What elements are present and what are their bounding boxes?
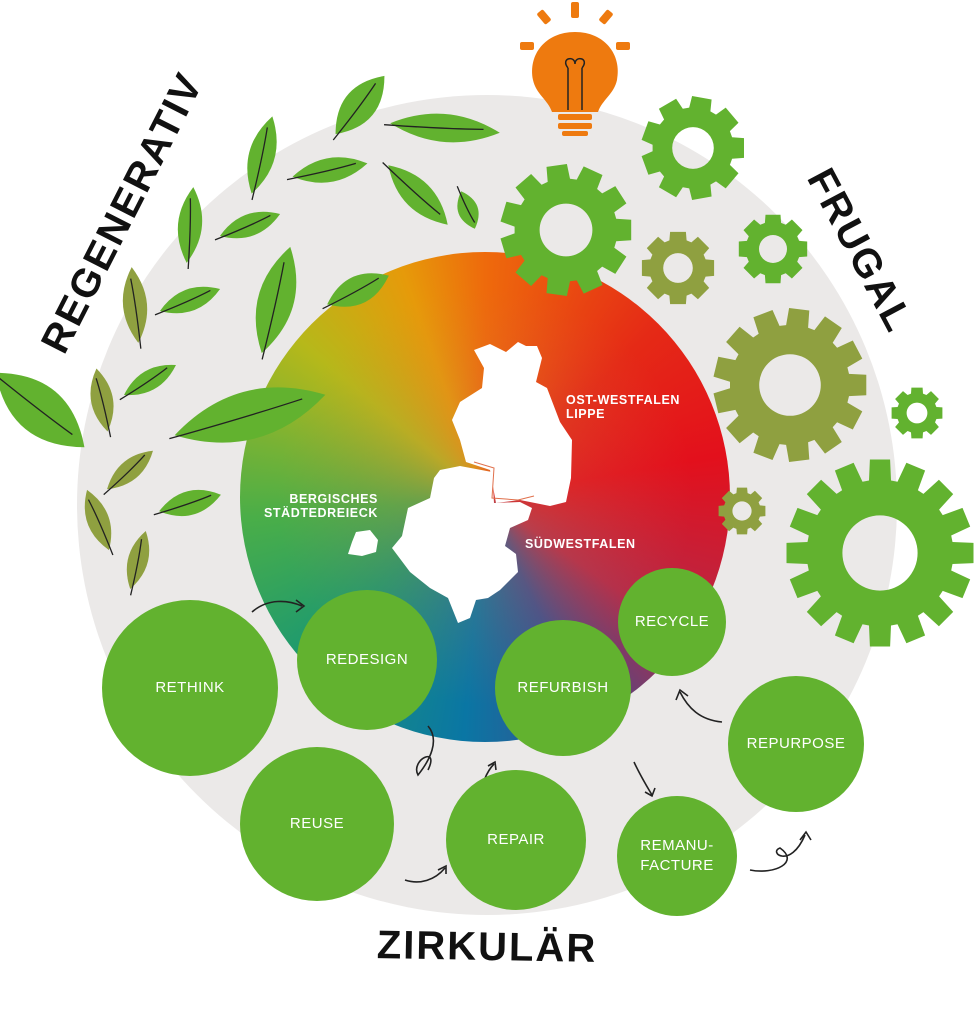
leaf-icon [126,531,150,596]
region-label-suedwestfalen: SÜDWESTFALEN [525,537,636,551]
circle-repurpose: REPURPOSE [728,676,864,812]
circle-recycle: RECYCLE [618,568,726,676]
circle-redesign: REDESIGN [297,590,437,730]
leaf-icon [456,186,479,229]
gear-icon [500,164,632,296]
map-owl [452,342,572,506]
leaf-icon [103,450,153,496]
leaf-icon [90,368,114,438]
gear-icon [718,487,766,535]
map-suedwestfalen [392,466,532,623]
region-label-owl: OST-WESTFALEN LIPPE [566,393,681,422]
nrw-map [348,342,572,623]
leaf-icon [122,267,148,349]
gear-icon [891,387,943,439]
leaf-icon [119,364,176,401]
flow-arrows [251,599,812,883]
circle-repair: REPAIR [446,770,586,910]
leaf-icon [286,157,368,183]
leaf-icon [0,369,85,448]
heading-zirkular: ZIRKULÄR [376,923,598,971]
map-bergisch [348,530,378,556]
leaf-icon [332,75,385,141]
gear-icon [786,459,974,647]
circle-rethink: RETHINK [102,600,278,776]
gear-icon [738,214,808,284]
lightbulb-icon [520,2,630,136]
leaf-icon [384,113,500,143]
gear-icon [641,96,744,200]
leaf-icon [382,162,448,225]
leaf-vine [0,75,500,596]
leaf-icon [154,286,221,316]
gear-cluster [500,96,974,647]
leaf-icon [177,187,203,270]
circle-remanufacture: REMANU- FACTURE [617,796,737,916]
leaf-icon [214,211,281,241]
leaf-icon [153,489,221,517]
leaf-icon [84,489,114,556]
circle-reuse: REUSE [240,747,394,901]
leaf-icon [322,273,389,310]
gear-icon [641,231,715,305]
leaf-icon [169,387,326,443]
region-label-bergisch: BERGISCHES STÄDTEDREIECK [263,492,378,521]
gear-icon [713,308,867,462]
leaf-icon [247,116,277,201]
circle-refurbish: REFURBISH [495,620,631,756]
leaf-icon [255,246,297,360]
